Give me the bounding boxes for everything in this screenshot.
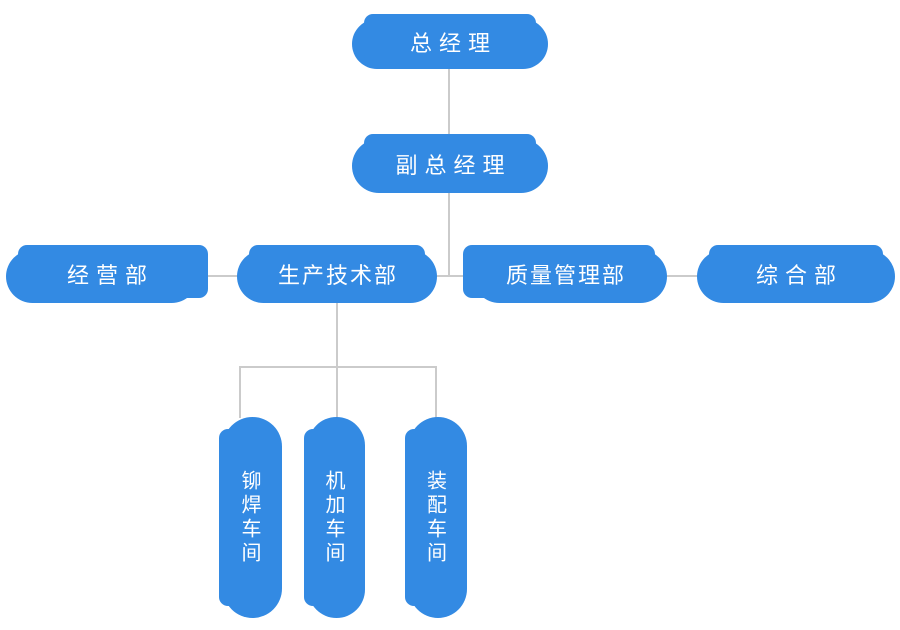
connector-riveting-drop — [239, 366, 241, 418]
org-node-production-tech-dept: 生产技术部 — [237, 245, 437, 303]
org-node-label: 机加车间 — [322, 469, 346, 566]
connector-dgm-to-level3 — [448, 192, 450, 277]
org-node-assembly-workshop: 装配车间 — [405, 417, 467, 618]
node-rect-shape — [304, 429, 361, 606]
org-node-general-manager: 总经理 — [352, 14, 548, 69]
node-rect-shape — [463, 245, 655, 298]
org-node-quality-management-dept: 质量管理部 — [463, 245, 667, 303]
node-rect-shape — [364, 14, 536, 64]
connector-production-drop — [336, 303, 338, 418]
org-node-label: 生产技术部 — [277, 264, 398, 289]
connector-assembly-drop — [435, 366, 437, 418]
org-node-riveting-welding-workshop: 铆焊车间 — [219, 417, 282, 618]
org-node-machining-workshop: 机加车间 — [304, 417, 365, 618]
node-rect-shape — [219, 429, 278, 606]
org-node-label: 经营部 — [66, 264, 154, 289]
node-rect-shape — [18, 245, 208, 298]
connector-gm-to-dgm — [448, 69, 450, 135]
org-node-label: 质量管理部 — [505, 264, 626, 289]
org-node-label: 铆焊车间 — [238, 469, 262, 566]
node-rect-shape — [405, 429, 463, 606]
org-node-business-dept: 经营部 — [6, 245, 208, 303]
connector-level3-spine — [107, 275, 797, 277]
org-node-label: 装配车间 — [423, 469, 448, 566]
org-node-label: 综合部 — [755, 264, 843, 289]
connector-workshop-spine — [239, 366, 437, 368]
node-rect-shape — [364, 134, 536, 188]
org-node-label: 总经理 — [409, 31, 497, 57]
node-rect-shape — [249, 245, 425, 298]
org-node-deputy-general-manager: 副总经理 — [352, 134, 548, 193]
org-node-general-affairs-dept: 综合部 — [697, 245, 895, 303]
org-node-label: 副总经理 — [395, 153, 512, 179]
node-rect-shape — [709, 245, 883, 298]
